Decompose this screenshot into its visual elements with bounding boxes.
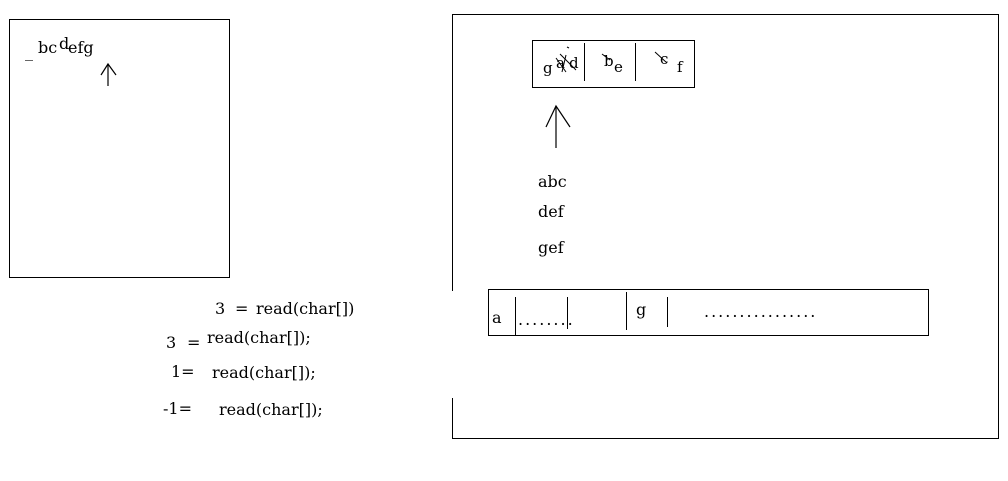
output-a: a [492, 308, 502, 327]
read-eq-1: = [187, 333, 201, 352]
left-panel [9, 19, 230, 278]
read-ret-2: 1= [171, 362, 195, 381]
read-call-2: read(char[]); [212, 363, 316, 382]
buffer-cell-1-new: g [543, 59, 553, 77]
right-panel-border-gap [450, 291, 455, 398]
output-dots-2: ................ [704, 302, 818, 321]
right-panel [452, 14, 999, 439]
output-divider-2 [567, 297, 568, 329]
read-call-1: read(char[]); [207, 328, 311, 347]
output-g: g [636, 300, 647, 319]
read-ret-0: 3 [215, 299, 226, 318]
left-prefix: _ [25, 42, 33, 61]
output-divider-3 [626, 292, 627, 330]
output-buffer [488, 289, 929, 336]
buffer-box [532, 40, 695, 88]
read-ret-1: 3 [166, 333, 177, 352]
output-divider-4 [667, 297, 668, 327]
output-divider-1 [515, 297, 516, 335]
buffer-cell-1-old: a [556, 54, 565, 72]
output-dots-1: ........ [518, 310, 575, 329]
read-eq-0: = [235, 299, 249, 318]
buffer-cell-2-new: e [614, 58, 623, 76]
text-line-3: gef [538, 238, 564, 257]
read-call-3: read(char[]); [219, 400, 323, 419]
left-efg: efg [68, 38, 94, 57]
read-call-0: read(char[]) [256, 299, 355, 318]
left-bc: bc [38, 38, 58, 57]
read-ret-3: -1= [163, 399, 192, 418]
text-line-2: def [538, 202, 564, 221]
buffer-cell-3-old: c [660, 50, 669, 68]
buffer-cell-3-new: f [677, 58, 683, 76]
left-d: d [59, 34, 70, 53]
buffer-divider-2 [635, 43, 636, 81]
text-line-1: abc [538, 172, 567, 191]
buffer-cell-1-new2: d [569, 54, 579, 72]
buffer-cell-2-old: b [604, 52, 614, 70]
buffer-divider-1 [584, 43, 585, 81]
